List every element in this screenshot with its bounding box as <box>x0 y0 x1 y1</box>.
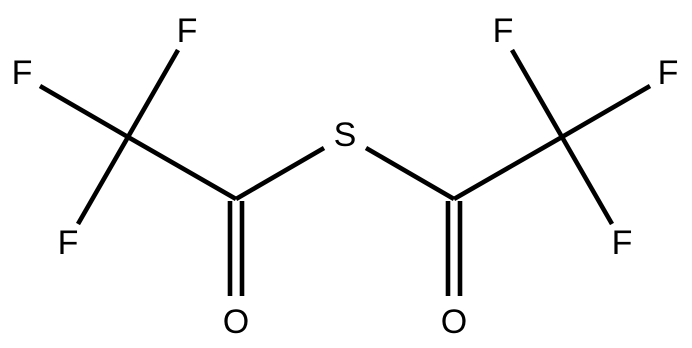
atom-label-s: S <box>334 116 357 154</box>
atom-label-f1: F <box>177 12 198 50</box>
bond-c4-f4 <box>510 48 564 139</box>
atom-label-f3: F <box>58 224 79 262</box>
atom-labels: F F F S O O F F F <box>12 12 679 341</box>
bond-c1-f2 <box>38 84 130 139</box>
bond-c1-f3 <box>76 135 130 226</box>
atom-label-f6: F <box>612 224 633 262</box>
bond-c1-f1 <box>126 48 180 139</box>
bond-s-c3 <box>364 146 456 201</box>
atom-label-f5: F <box>658 54 679 92</box>
atom-label-o2: O <box>441 303 467 341</box>
atom-label-f4: F <box>493 12 514 50</box>
bonds <box>38 48 652 296</box>
bond-c2-s <box>234 146 326 201</box>
bond-c3-c4 <box>452 135 564 201</box>
bond-c4-f5 <box>560 84 652 139</box>
bond-c1-c2 <box>126 135 238 201</box>
bond-c4-f6 <box>560 135 614 226</box>
atom-label-o1: O <box>223 303 249 341</box>
atom-label-f2: F <box>12 54 33 92</box>
